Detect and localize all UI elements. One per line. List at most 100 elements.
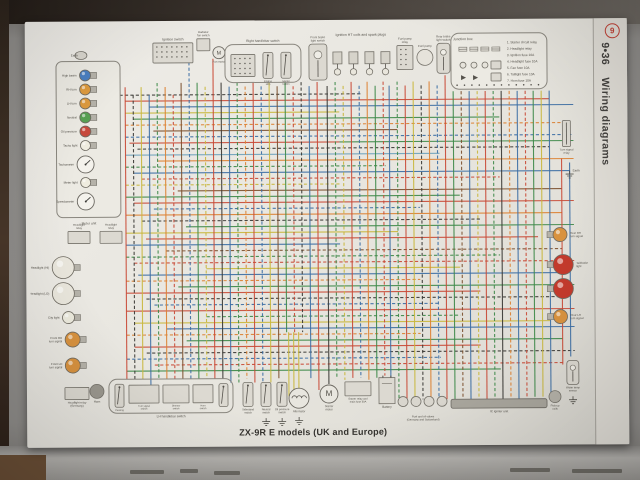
wire — [164, 86, 168, 379]
circle — [280, 384, 283, 387]
line — [279, 385, 283, 404]
connector-pin — [515, 84, 518, 86]
wire — [436, 85, 440, 400]
wire — [358, 85, 362, 378]
component-label: LH turn — [67, 102, 77, 106]
circle — [246, 384, 249, 387]
rect — [218, 383, 229, 408]
rect — [260, 381, 272, 407]
wire — [129, 141, 340, 144]
circle — [84, 200, 87, 203]
connector-pin — [405, 53, 407, 56]
line — [245, 385, 249, 404]
wire — [125, 111, 340, 114]
rect — [242, 382, 254, 407]
label-line: Starter relay and — [348, 397, 368, 401]
wire — [134, 320, 551, 324]
connector-pin — [176, 51, 178, 53]
label-line: relay — [402, 40, 409, 44]
label-line: 5. Fan fuse 10A — [507, 66, 530, 70]
component-label: Meter unit — [82, 221, 97, 225]
wire — [244, 86, 248, 379]
connector-pin — [249, 72, 251, 75]
label-line: Sidestand — [242, 407, 254, 411]
label-junction-box: Junction box — [453, 37, 473, 41]
wire — [374, 85, 378, 378]
section-title: Wiring diagrams — [599, 77, 612, 166]
component-label: Battery — [382, 405, 392, 409]
circle — [548, 390, 562, 404]
wire — [460, 91, 464, 400]
label-line: light — [576, 264, 581, 268]
bulb-highlight — [68, 334, 73, 340]
alternator-alternator: Alternator — [288, 387, 310, 425]
label-line: Starter — [282, 80, 290, 83]
line — [221, 386, 224, 404]
wire — [276, 86, 280, 379]
connector-pin — [400, 63, 402, 66]
component-label: Headlight relay(Germany) — [68, 400, 87, 407]
spark-plug — [333, 68, 342, 76]
wire — [204, 86, 208, 379]
legend-item: 3. Ignition fuse 10A — [507, 53, 535, 57]
label-line: turn signal — [49, 339, 63, 343]
wire — [342, 85, 346, 380]
label-line: Front LH — [51, 362, 62, 366]
label-line: Headlight — [73, 223, 85, 227]
bulb-highlight — [81, 113, 86, 118]
label-line: Headlight (LO) — [30, 292, 50, 296]
connector-pin — [239, 72, 241, 75]
circle-fuel-pump: Fuel pump — [416, 44, 434, 66]
bulb-highlight — [64, 313, 69, 318]
connector-pin — [156, 51, 158, 53]
connector-ignition-switch: Ignition switch — [152, 37, 194, 64]
wire — [134, 259, 575, 264]
label-line: Rear brake — [436, 34, 451, 38]
ignition-coil — [348, 51, 359, 65]
connector-pin — [166, 51, 168, 53]
connector-pin — [156, 56, 158, 58]
wire — [206, 314, 461, 318]
label-line: switch — [278, 410, 286, 414]
earth-ground-symbol — [295, 417, 304, 425]
circle — [423, 395, 435, 407]
legend-item: 7. Horn fuse 10A — [507, 79, 532, 83]
wire — [87, 93, 362, 97]
box — [490, 60, 502, 70]
page-edge-smudge — [130, 470, 164, 474]
wire — [326, 85, 330, 384]
wire — [148, 95, 152, 386]
wire — [172, 94, 176, 379]
legend-item: 5. Fan fuse 10A — [507, 66, 530, 70]
alternator-coils — [291, 395, 307, 399]
wire — [156, 83, 160, 380]
diagram-caption: ZX-9R E models (UK and Europe) — [239, 426, 388, 438]
label-line: stop — [266, 83, 271, 86]
label-line: switch — [173, 407, 180, 410]
label-line: sensor — [569, 388, 577, 392]
diode-symbol — [461, 75, 467, 81]
rect — [55, 60, 122, 219]
wire — [154, 302, 441, 306]
next-page-edge — [0, 446, 640, 480]
wire — [133, 116, 500, 120]
wire — [153, 129, 398, 132]
label-line: Engine — [264, 80, 272, 83]
diode — [473, 75, 479, 81]
bulb-glass — [79, 83, 92, 96]
page-edge-smudge — [214, 471, 240, 475]
bulb-glass — [64, 357, 81, 374]
label-line: Dimmer — [172, 404, 181, 407]
page-header: 9•36 Wiring diagrams — [599, 42, 612, 165]
label-line: Horn — [94, 400, 101, 404]
